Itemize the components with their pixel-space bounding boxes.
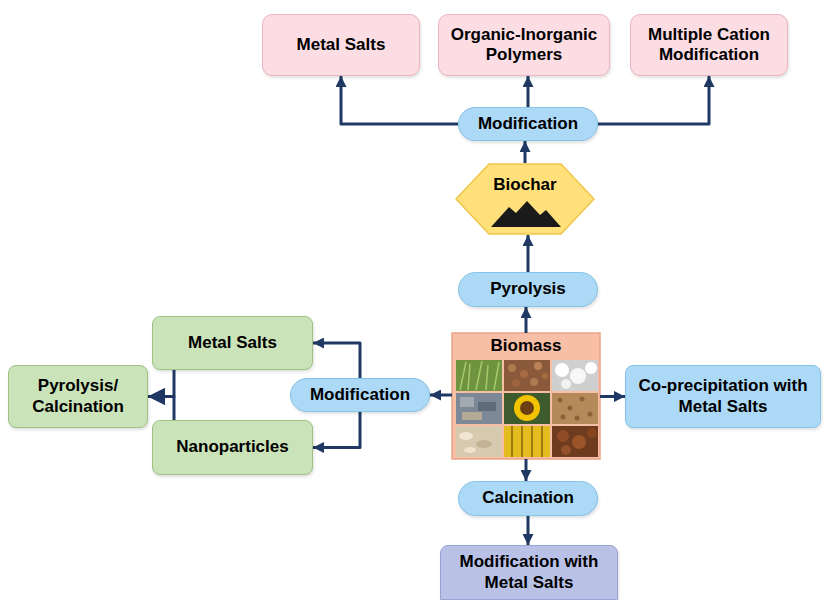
process-pill: Calcination — [458, 481, 598, 516]
node-label: Pyrolysis/ Calcination — [15, 376, 141, 417]
connector-arrow — [527, 235, 530, 272]
method-box: Metal Salts — [152, 316, 313, 370]
node-label: Calcination — [482, 488, 574, 508]
connector-arrow — [313, 412, 360, 448]
connector-arrow — [525, 459, 528, 481]
method-box: Nanoparticles — [152, 420, 313, 475]
node-label: Organic-Inorganic Polymers — [445, 25, 603, 66]
node-label: Modification — [478, 114, 578, 134]
node-label: Biochar — [493, 175, 556, 195]
connector-arrow — [341, 76, 458, 124]
node-label: Multiple Cation Modification — [637, 25, 781, 66]
method-box: Pyrolysis/ Calcination — [8, 365, 148, 428]
node-label: Biomass — [491, 336, 562, 356]
connector-arrow — [430, 394, 452, 397]
node-label: Metal Salts — [297, 35, 386, 55]
connector-arrow — [148, 370, 174, 397]
node-label: Nanoparticles — [176, 437, 288, 457]
source-box: Biomass — [452, 333, 600, 459]
process-pill: Modification — [458, 107, 598, 141]
result-box: Organic-Inorganic Polymers — [438, 14, 610, 76]
process-pill: Pyrolysis — [458, 272, 598, 307]
process-pill: Modification — [290, 378, 430, 412]
result-box: Multiple Cation Modification — [630, 14, 788, 76]
connector-arrow — [600, 395, 625, 398]
connector-arrow — [527, 76, 530, 107]
result-box: Modification with Metal Salts — [440, 545, 618, 600]
connector-arrow — [525, 307, 528, 333]
node-label: Modification — [310, 385, 410, 405]
connector-arrow — [313, 343, 360, 378]
node-label: Co-precipitation with Metal Salts — [632, 376, 814, 417]
connector-arrow — [598, 76, 709, 124]
biomass-photos — [456, 360, 598, 457]
result-box: Metal Salts — [262, 14, 420, 76]
node-label: Metal Salts — [188, 333, 277, 353]
connector-arrow — [527, 516, 530, 545]
node-label: Modification with Metal Salts — [447, 552, 611, 593]
connector-arrow — [148, 397, 174, 421]
biomass-panel — [452, 333, 600, 459]
node-label: Pyrolysis — [490, 279, 566, 299]
process-box: Co-precipitation with Metal Salts — [625, 365, 821, 428]
connector-arrow — [524, 141, 527, 163]
product-diamond: Biochar — [455, 163, 595, 235]
diamond-outline — [455, 163, 595, 235]
